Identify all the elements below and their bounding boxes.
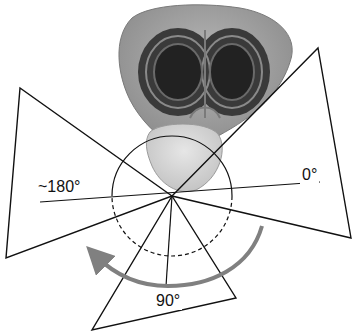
rotation-arrow: [96, 226, 262, 286]
valve-rings: [138, 28, 270, 118]
axis-line: [166, 196, 172, 286]
sector-triangles: [6, 48, 351, 330]
angle-label: ~180°: [36, 178, 82, 196]
angle-label: 90°: [154, 292, 182, 310]
reference-circle: [112, 136, 232, 196]
angle-label: 0°: [300, 166, 319, 184]
lower-lobe: [146, 124, 222, 192]
